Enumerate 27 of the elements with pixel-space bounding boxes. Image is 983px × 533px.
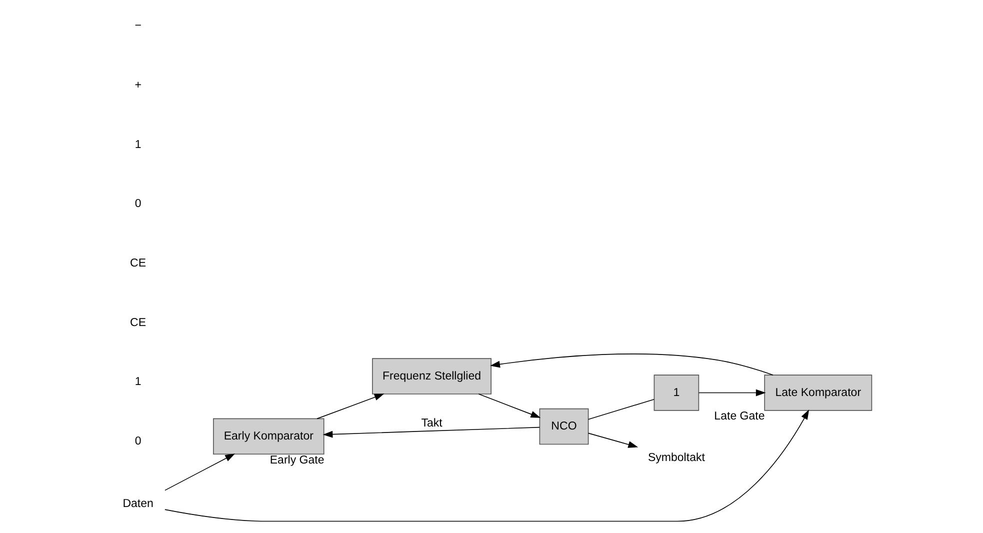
label: 1 <box>134 138 142 151</box>
node-box: NCO <box>539 408 589 445</box>
arrow <box>164 454 236 491</box>
node-text: Daten <box>122 498 154 510</box>
arrow <box>490 354 774 376</box>
node-box: Late Komparator <box>764 374 872 411</box>
label: − <box>134 20 142 32</box>
node-box: Early Komparator <box>213 418 324 455</box>
node-label: Late Gate <box>714 410 765 423</box>
node-box: Frequenz Stellglied <box>372 358 492 394</box>
label: 0 <box>134 198 142 210</box>
edge-label: Takt <box>421 418 442 430</box>
arrow <box>588 432 638 448</box>
arrow <box>698 389 766 396</box>
node-text: Symboltakt <box>648 452 705 464</box>
arrow <box>322 426 540 438</box>
label: 0 <box>134 435 142 448</box>
node-label: Early Gate <box>270 454 324 466</box>
node-box: 1 <box>654 374 700 411</box>
connector <box>588 398 654 420</box>
arrow <box>316 394 384 420</box>
label: 1 <box>134 376 142 388</box>
label: CE <box>130 257 146 270</box>
arrow <box>164 410 810 522</box>
arrow <box>478 394 541 418</box>
label: + <box>134 80 142 92</box>
label: CE <box>130 316 146 329</box>
